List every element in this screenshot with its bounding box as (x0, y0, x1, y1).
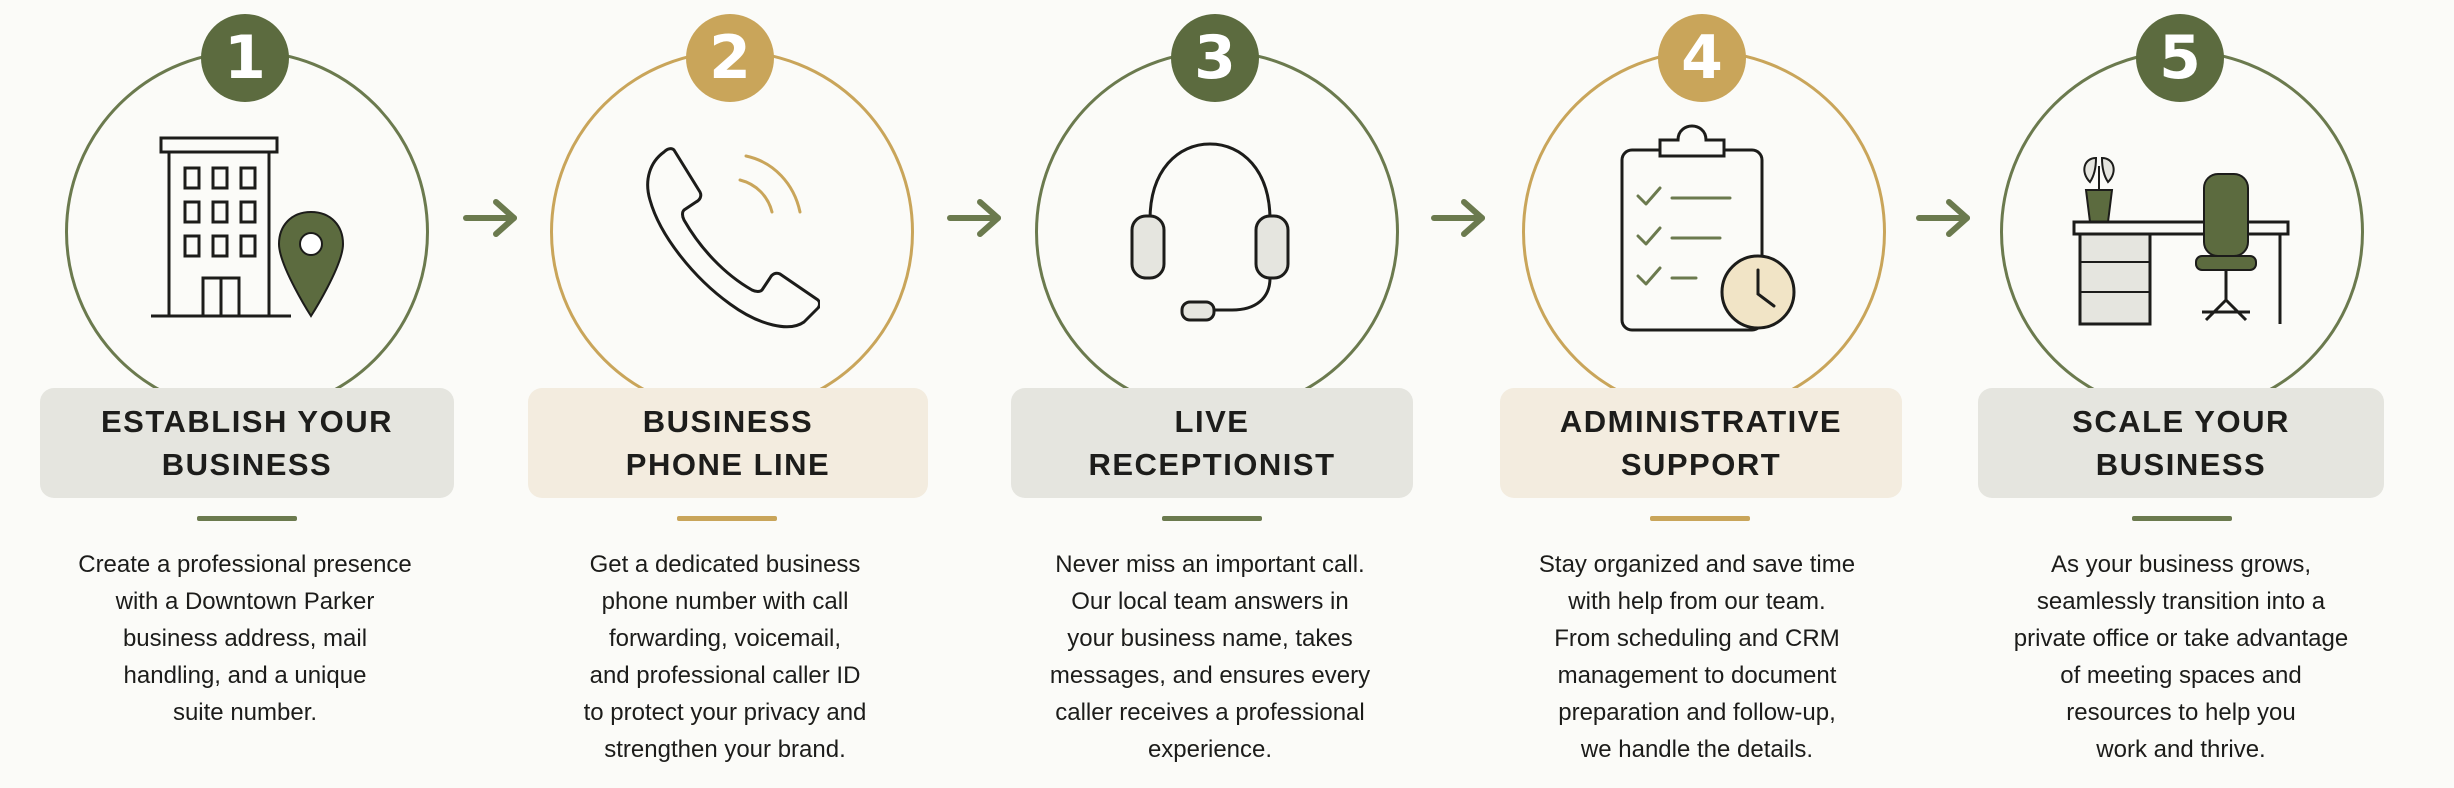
arrow-right-icon (947, 199, 1001, 237)
building-with-location-pin-icon (151, 136, 345, 318)
step-title: SCALE YOUR BUSINESS (2072, 404, 2290, 482)
step-title: LIVE RECEPTIONIST (1088, 404, 1336, 482)
step-title: ADMINISTRATIVE SUPPORT (1559, 404, 1843, 482)
arrow-right-icon (463, 199, 517, 237)
step-title-box: ADMINISTRATIVE SUPPORT (1500, 388, 1902, 498)
step-description: Get a dedicated business phone number wi… (583, 551, 867, 763)
step-number-badge: 3 (1171, 14, 1259, 102)
step-description: Create a professional presence with a Do… (78, 551, 412, 726)
desk-with-chair-and-plant-icon (2072, 156, 2290, 326)
phone-icon (646, 147, 820, 329)
step-description: As your business grows, seamlessly trans… (2013, 551, 2349, 763)
clipboard-checklist-clock-icon (1620, 124, 1796, 332)
step-description: Stay organized and save time with help f… (1538, 551, 1856, 763)
arrow-right-icon (1431, 199, 1485, 237)
step-title: ESTABLISH YOUR BUSINESS (101, 404, 393, 482)
step-4: 4 ADMINISTRATIVE SUPPORT Stay organized … (1492, 0, 1902, 788)
arrow-right-icon (1916, 199, 1970, 237)
step-number-badge: 1 (201, 14, 289, 102)
step-number-badge: 4 (1658, 14, 1746, 102)
step-divider (677, 516, 777, 521)
step-title: BUSINESS PHONE LINE (625, 404, 831, 482)
step-divider (197, 516, 297, 521)
step-divider (1650, 516, 1750, 521)
step-circle (65, 50, 429, 414)
step-description: Never miss an important call. Our local … (1049, 551, 1371, 763)
step-circle (1035, 50, 1399, 414)
step-divider (2132, 516, 2232, 521)
step-2: 2 BUSINESS PHONE LINE Get a dedicated bu… (520, 0, 930, 788)
step-title-box: BUSINESS PHONE LINE (528, 388, 928, 498)
step-title-box: ESTABLISH YOUR BUSINESS (40, 388, 454, 498)
step-number-badge: 2 (686, 14, 774, 102)
step-1: 1 ESTABLISH YOUR BUSINESS Create a profe… (35, 0, 454, 788)
step-divider (1162, 516, 1262, 521)
step-title-box: SCALE YOUR BUSINESS (1978, 388, 2384, 498)
step-3: 3 LIVE RECEPTIONIST Never miss an import… (1005, 0, 1415, 788)
step-title-box: LIVE RECEPTIONIST (1011, 388, 1413, 498)
step-5: 5 SCALE YOUR BUSINESS As your business g… (1976, 0, 2386, 788)
headset-icon (1130, 142, 1290, 322)
step-number-badge: 5 (2136, 14, 2224, 102)
